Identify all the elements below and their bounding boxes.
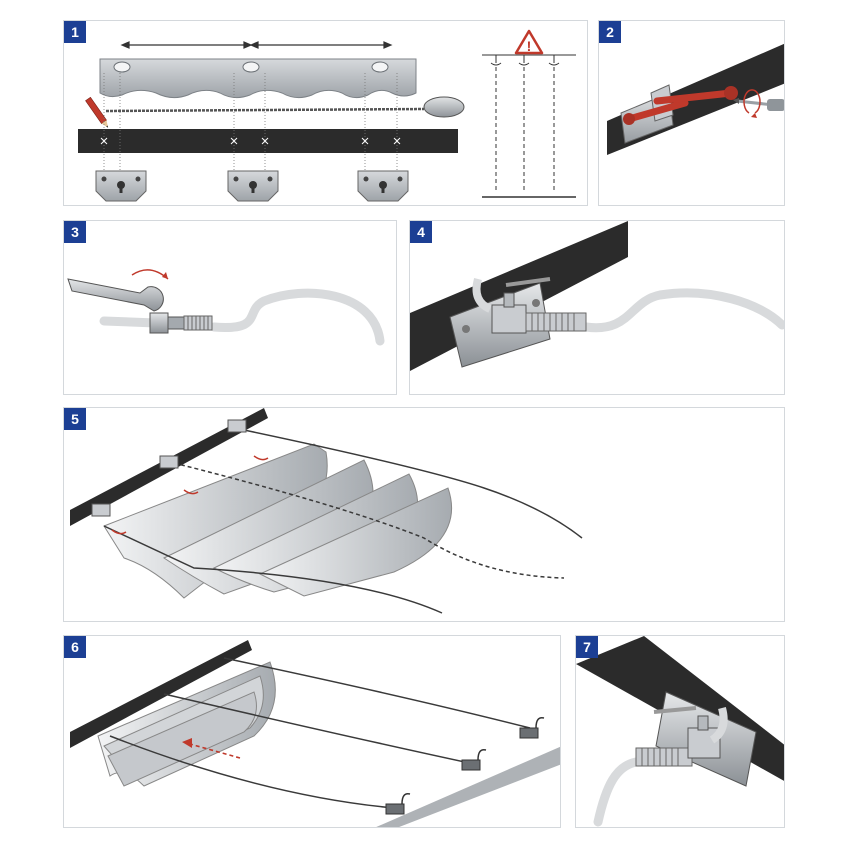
hooks — [401, 716, 545, 805]
mounting-rail — [78, 129, 458, 153]
threaded-rod — [525, 312, 587, 332]
guide-cables — [103, 429, 583, 614]
step-3-illustration — [67, 269, 385, 346]
wrench-icon — [67, 278, 164, 312]
vertical-cables-diagram — [482, 54, 576, 198]
alignment-guides — [103, 73, 398, 171]
step-2-panel: 2 — [598, 20, 785, 206]
ground-anchors — [385, 727, 539, 815]
bracket-2 — [227, 170, 279, 202]
step-1-illustration: ! — [78, 29, 576, 202]
step-4-illustration — [410, 221, 784, 371]
cable-tensioner — [149, 312, 213, 334]
cable — [593, 757, 641, 827]
step-1-panel: 1 — [63, 20, 588, 206]
step-4-badge: 4 — [410, 221, 432, 243]
step-7-illustration — [576, 636, 784, 827]
direction-arrow-icon — [182, 738, 241, 759]
bracket-3 — [357, 170, 409, 202]
step-6-illustration — [70, 640, 560, 827]
cable-clamp — [472, 277, 551, 334]
brackets — [91, 419, 247, 517]
warning-icon: ! — [514, 29, 544, 55]
cable-clamp — [653, 706, 728, 759]
mounting-rail — [70, 640, 252, 748]
rotation-arrow-icon — [743, 89, 761, 114]
template-strip — [99, 58, 417, 99]
step-7-panel: 7 — [575, 635, 785, 828]
step-6-badge: 6 — [64, 636, 86, 658]
cut-marks — [111, 455, 269, 535]
shade-sails — [103, 443, 452, 599]
threaded-rod — [635, 747, 693, 767]
gathered-shade-sails — [97, 661, 276, 787]
step-6-panel: 6 — [63, 635, 561, 828]
wall-plug-2 — [653, 86, 738, 105]
dimension-arrows — [120, 41, 393, 49]
pencil-icon — [85, 96, 109, 128]
step-3-badge: 3 — [64, 221, 86, 243]
step-5-panel: 5 — [63, 407, 785, 622]
step-5-illustration — [70, 408, 583, 614]
cable — [209, 288, 385, 346]
screwdriver-icon — [733, 98, 784, 111]
rotation-arrow-icon — [131, 269, 169, 280]
step-2-badge: 2 — [599, 21, 621, 43]
bracket-1 — [95, 170, 147, 202]
cable — [581, 288, 784, 333]
step-4-panel: 4 — [409, 220, 785, 395]
step-7-badge: 7 — [576, 636, 598, 658]
measuring-tape — [105, 96, 465, 118]
warning-symbol: ! — [527, 38, 532, 54]
wall-plug-1 — [623, 99, 689, 125]
guide-cables — [109, 657, 531, 809]
step-2-illustration — [607, 43, 784, 155]
ground-rail — [376, 746, 560, 827]
step-3-panel: 3 — [63, 220, 397, 395]
drill-marks — [100, 137, 401, 145]
step-5-badge: 5 — [64, 408, 86, 430]
step-1-badge: 1 — [64, 21, 86, 43]
